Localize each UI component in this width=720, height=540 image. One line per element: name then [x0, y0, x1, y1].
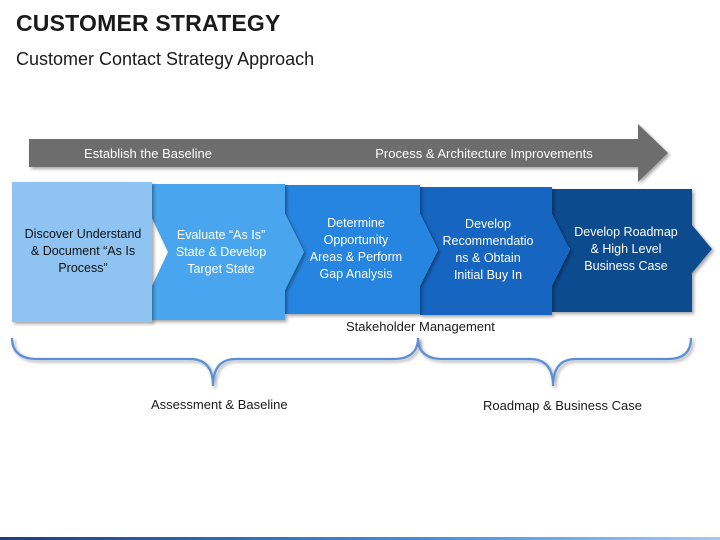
step-2-line-2: State & Develop: [175, 244, 267, 259]
step-5-shape: [552, 189, 712, 312]
step-1-line-3: Process”: [58, 261, 108, 275]
step-3-line-2: Opportunity: [323, 232, 389, 247]
step-1-line-2: & Document “As Is: [30, 244, 136, 258]
banner-arrow: [29, 124, 668, 182]
stakeholder-label: Stakeholder Management: [346, 319, 495, 334]
step-4-line-3: ns & Obtain: [455, 251, 521, 265]
roadmap-label: Roadmap & Business Case: [483, 398, 642, 413]
banner-right-label: Process & Architecture Improvements: [375, 146, 593, 161]
step-4-shape: [420, 187, 570, 315]
step-4-line-1: Develop: [465, 217, 511, 231]
step-5-line-2: & High Level: [590, 241, 662, 256]
assessment-label: Assessment & Baseline: [151, 397, 288, 412]
step-2-shape: [150, 184, 304, 320]
step-3-line-1: Determine: [327, 215, 385, 230]
step-4-line-2: Recommendatio: [442, 234, 534, 248]
step-4-line-4: Initial Buy In: [453, 268, 523, 282]
page-subtitle: Customer Contact Strategy Approach: [16, 49, 315, 69]
step-3-line-4: Gap Analysis: [319, 266, 393, 281]
step-3-line-3: Areas & Perform: [309, 249, 403, 264]
step-2-line-3: Target State: [187, 261, 255, 276]
step-1-label: Discover Understand & Document “As Is Proc…: [25, 226, 142, 277]
step-5-line-1: Develop Roadmap: [574, 224, 678, 239]
footer-line: [0, 537, 720, 540]
step-1-text: Discover Understand & Document “As Is Proc…: [14, 183, 152, 320]
brace-assessment: [10, 337, 420, 387]
step-2-line-1: Evaluate “As Is”: [176, 227, 266, 242]
step-5-line-3: Business Case: [584, 258, 668, 273]
page-title: CUSTOMER STRATEGY: [16, 10, 281, 36]
step-3-shape: [285, 185, 438, 314]
brace-roadmap: [416, 337, 693, 387]
process-steps: [12, 182, 712, 322]
step-1-line-1: Discover Understand: [24, 227, 142, 241]
step-1-shape: [12, 182, 152, 322]
banner-left-label: Establish the Baseline: [84, 146, 212, 161]
